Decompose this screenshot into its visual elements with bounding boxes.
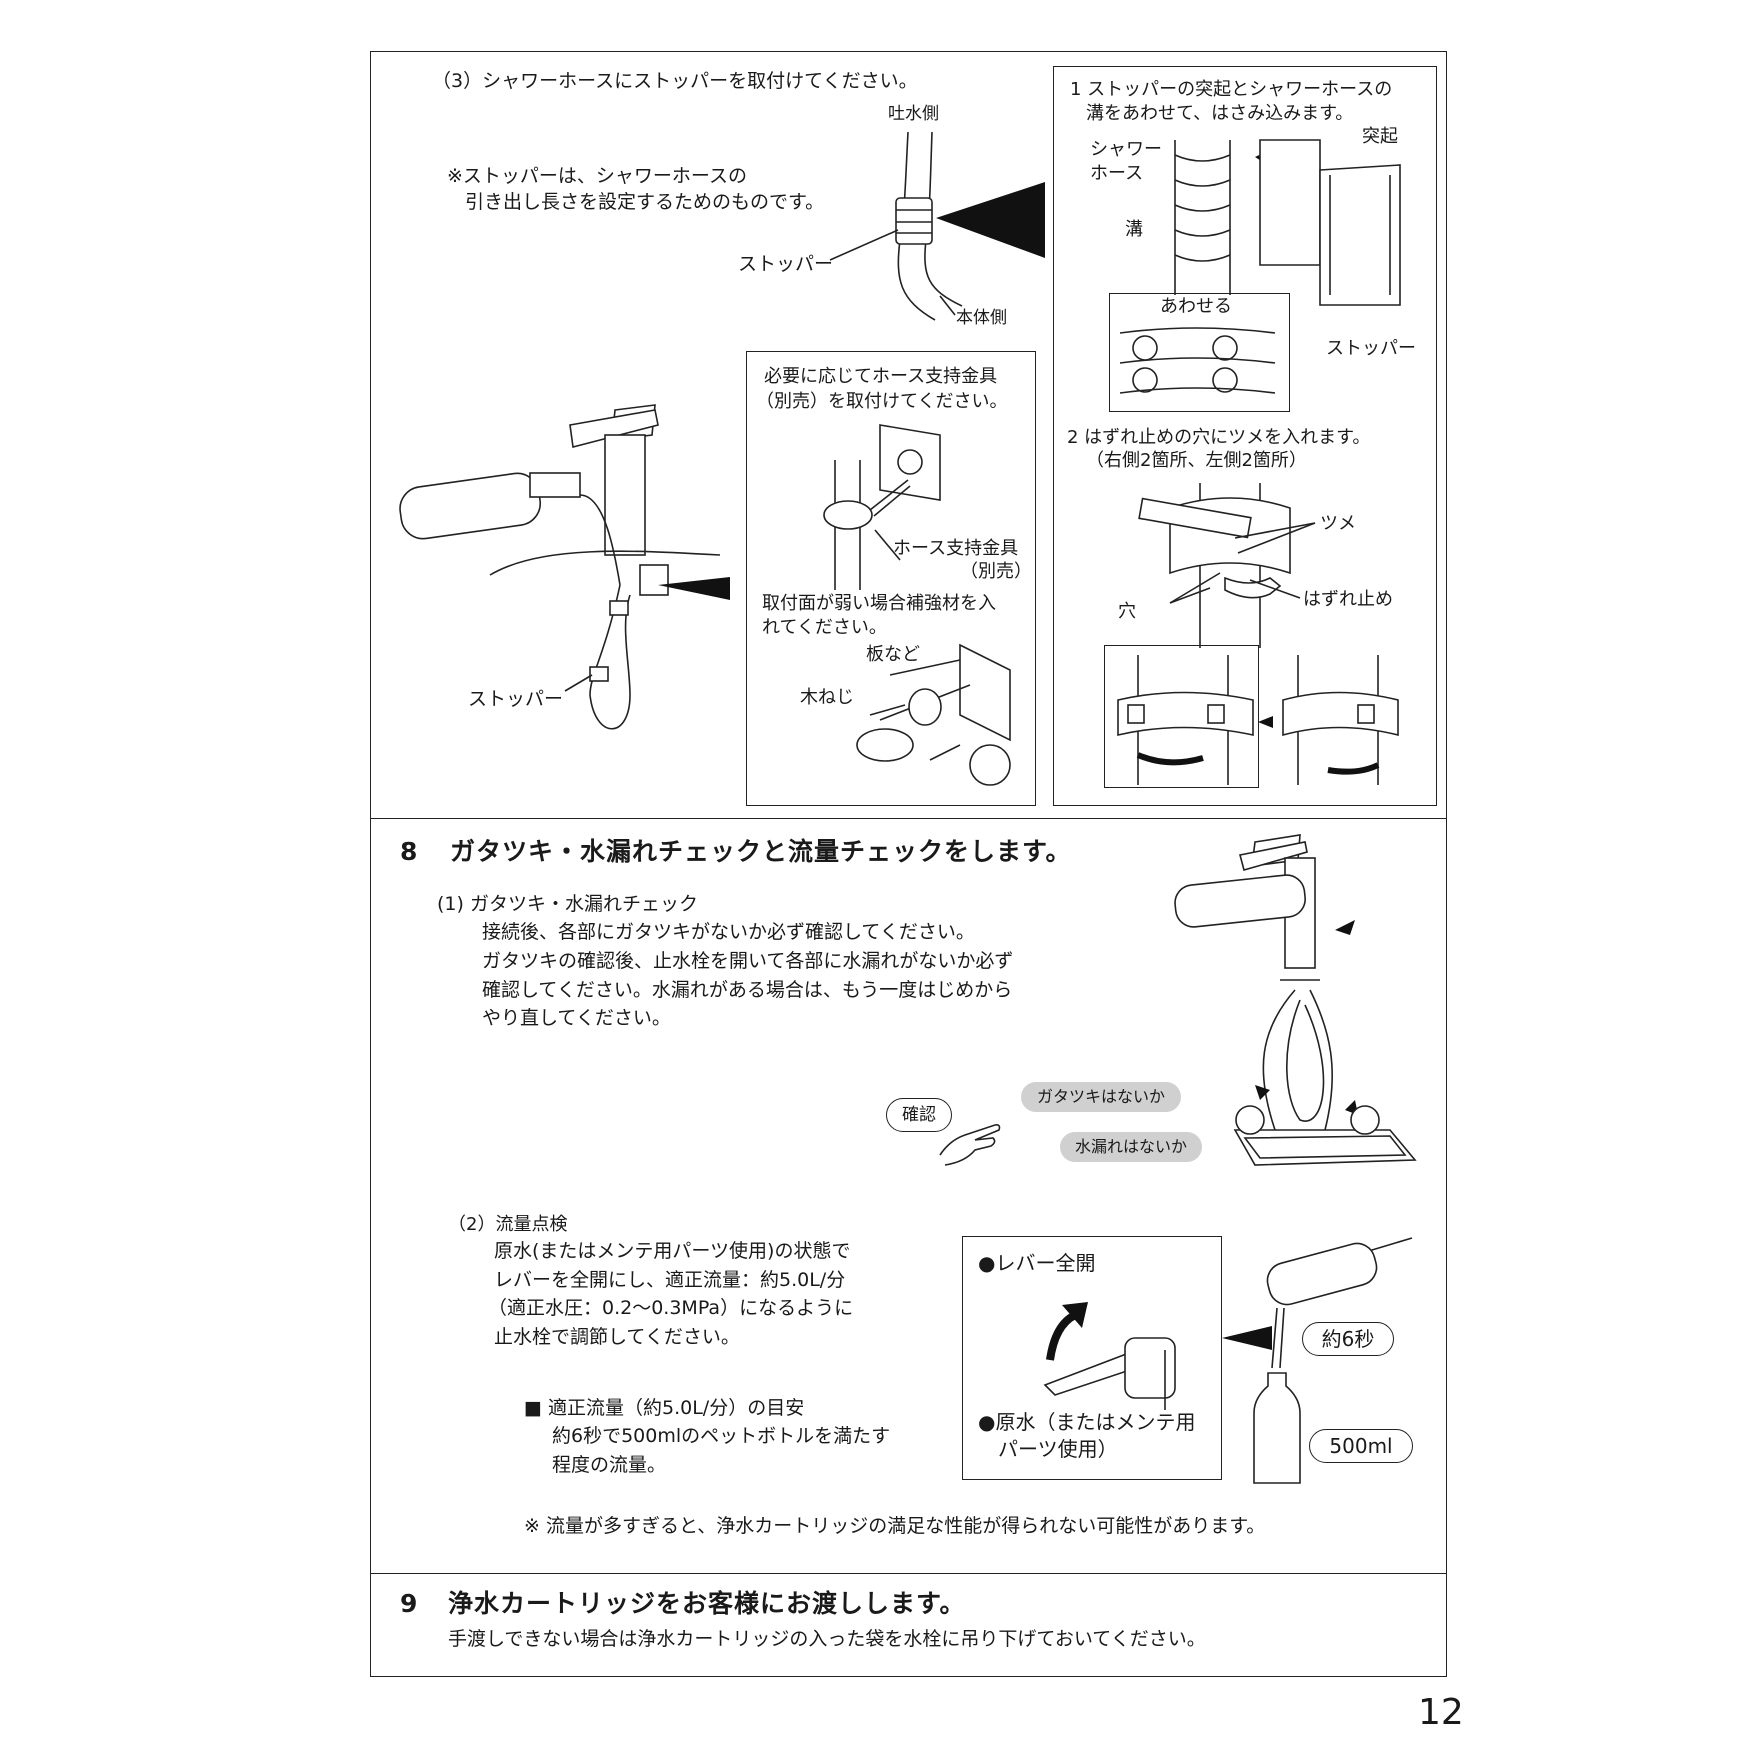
label-bracket: ホース支持金具 <box>893 538 1019 559</box>
hose-stopper-illustration <box>829 131 1045 321</box>
lever-open-illustration <box>1043 1302 1176 1410</box>
hose-support-box <box>746 351 1036 806</box>
sub2-line-3: 止水栓で調節してください。 <box>494 1326 740 1348</box>
step1-line1: 1 ストッパーの突起とシャワーホースの <box>1070 79 1393 100</box>
volume-label: 500ml <box>1309 1429 1413 1463</box>
label-board: 板など <box>866 644 920 665</box>
time-label: 約6秒 <box>1302 1322 1394 1356</box>
sub2-title: （2）流量点検 <box>448 1214 568 1235</box>
faucet-check-illustration <box>1174 834 1417 1166</box>
sub2-line-1: レバーを全開にし、適正流量：約5.0L/分 <box>494 1269 846 1291</box>
label-stopper-right: ストッパー <box>1326 338 1416 359</box>
step1-line2: 溝をあわせて、はさみ込みます。 <box>1086 103 1354 124</box>
pointing-hand-icon <box>939 1124 1001 1166</box>
lever-box-line2: ●原水（またはメンテ用 <box>978 1410 1196 1434</box>
faucet-with-hose-illustration <box>399 404 730 730</box>
section9-number: 9 <box>400 1589 419 1618</box>
lever-box-line3: パーツ使用） <box>998 1437 1118 1461</box>
sub1-line-1: ガタツキの確認後、止水栓を開いて各部に水漏れがないか必ず <box>482 950 1014 972</box>
step2-line1: 2 はずれ止めの穴にツメを入れます。 <box>1067 427 1371 448</box>
page-number: 12 <box>1418 1692 1464 1733</box>
lock-detail-box <box>1104 645 1259 788</box>
label-spout-side: 吐水側 <box>888 104 939 124</box>
sub2-line-0: 原水(またはメンテ用パーツ使用)の状態で <box>494 1240 851 1262</box>
align-detail-box <box>1109 293 1290 412</box>
weak-line1: 取付面が弱い場合補強材を入 <box>762 593 996 614</box>
bracket-illustration <box>823 424 941 590</box>
step2-line2: （右側2箇所、左側2箇所） <box>1086 450 1307 471</box>
stopper-note-line1: ※ストッパーは、シャワーホースの <box>447 165 747 187</box>
check-badge: 確認 <box>886 1098 952 1132</box>
label-groove: 溝 <box>1125 219 1143 240</box>
flow-warning: ※ 流量が多すぎると、浄水カートリッジの満足な性能が得られない可能性があります。 <box>524 1515 1266 1537</box>
guide-line2: 約6秒で500mlのペットボトルを満たす <box>552 1425 891 1447</box>
sub1-line-3: やり直してください。 <box>482 1007 671 1029</box>
label-bracket-sub: （別売） <box>960 561 1032 582</box>
pill-leak-check: 水漏れはないか <box>1060 1132 1202 1162</box>
section9-body: 手渡しできない場合は浄水カートリッジの入った袋を水栓に吊り下げておいてください。 <box>448 1628 1206 1650</box>
label-protrusion: 突起 <box>1362 126 1398 147</box>
section9-title: 浄水カートリッジをお客様にお渡しします。 <box>448 1589 966 1618</box>
reinforcement-illustration <box>856 643 1011 786</box>
label-hole: 穴 <box>1118 601 1136 622</box>
lever-box <box>962 1236 1222 1480</box>
label-stopper-top: ストッパー <box>738 253 834 275</box>
section9-frame <box>370 1573 1447 1677</box>
label-body-side: 本体側 <box>956 308 1007 328</box>
sub2-line-2: （適正水圧：0.2〜0.3MPa）になるように <box>488 1297 854 1319</box>
section8-title: ガタツキ・水漏れチェックと流量チェックをします。 <box>450 837 1072 866</box>
label-screw: 木ねじ <box>800 687 854 708</box>
weak-line2: れてください。 <box>762 617 887 638</box>
label-lock: はずれ止め <box>1303 589 1393 610</box>
support-line2: （別売）を取付けてください。 <box>756 391 1008 412</box>
claw-lock-illustration <box>1138 483 1316 648</box>
guide-line3: 程度の流量。 <box>552 1454 667 1476</box>
guide-line1: ■ 適正流量（約5.0L/分）の目安 <box>524 1397 805 1419</box>
pill-loose-check: ガタツキはないか <box>1021 1082 1181 1112</box>
section8-number: 8 <box>400 837 419 866</box>
lever-box-line1: ●レバー全開 <box>978 1251 1096 1275</box>
stopper-steps-box <box>1053 66 1437 806</box>
label-shower: シャワー <box>1090 139 1162 160</box>
sub1-line-2: 確認してください。水漏れがある場合は、もう一度はじめから <box>482 979 1013 1001</box>
lock-detail-illustration <box>1117 655 1399 785</box>
label-claw: ツメ <box>1320 513 1356 534</box>
label-stopper-faucet: ストッパー <box>468 688 564 710</box>
bottle-fill-illustration <box>1222 1237 1413 1484</box>
align-detail-illustration <box>1119 327 1276 394</box>
sub1-line-0: 接続後、各部にガタツキがないか必ず確認してください。 <box>482 921 975 943</box>
sub1-title: (1) ガタツキ・水漏れチェック <box>437 893 698 915</box>
support-line1: 必要に応じてホース支持金具 <box>764 366 998 387</box>
stopper-note-line2: 引き出し長さを設定するためのものです。 <box>465 191 825 213</box>
label-align: あわせる <box>1160 296 1232 317</box>
step3-title: （3）シャワーホースにストッパーを取付けてください。 <box>432 70 918 92</box>
label-hose: ホース <box>1090 163 1144 184</box>
hose-groove-illustration <box>1174 139 1401 306</box>
